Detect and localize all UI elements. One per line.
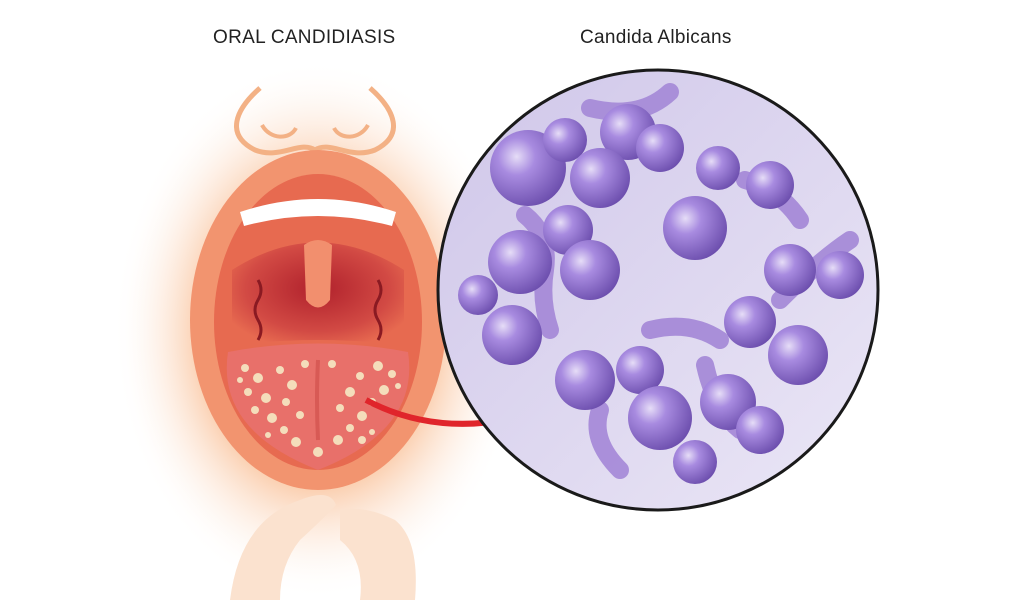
candida-zoom-circle xyxy=(436,68,880,512)
candida-albicans-title: Candida Albicans xyxy=(580,27,732,48)
face-group xyxy=(113,60,523,600)
oral-candidiasis-title: ORAL CANDIDIASIS xyxy=(213,27,396,48)
